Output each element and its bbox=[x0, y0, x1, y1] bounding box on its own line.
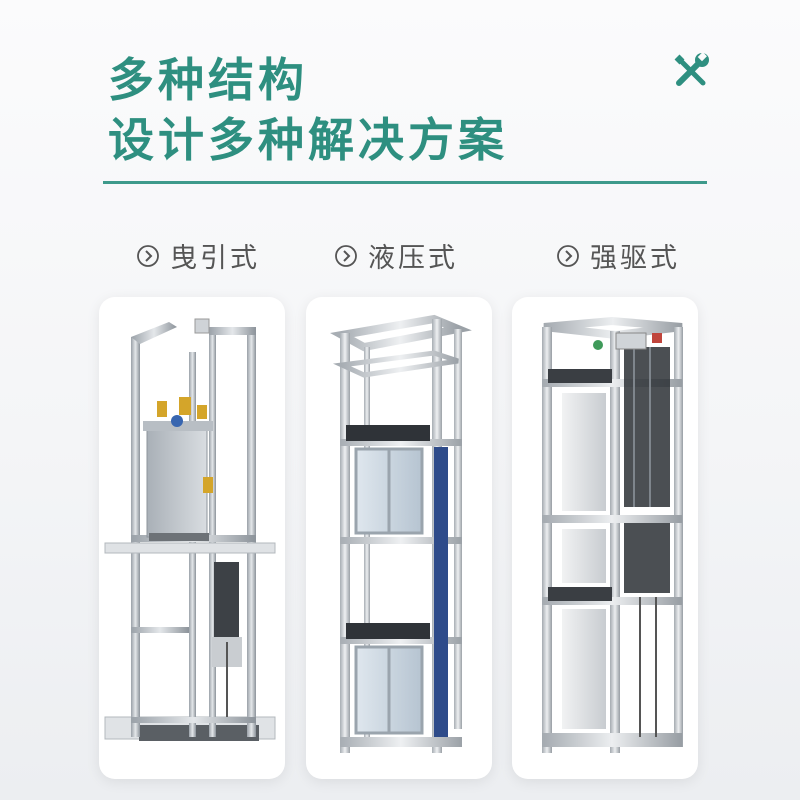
type-label-hydraulic: 液压式 bbox=[334, 236, 458, 275]
wrench-screwdriver-icon bbox=[674, 52, 709, 86]
headline: 多种结构 设计多种解决方案 bbox=[108, 50, 508, 170]
header-divider bbox=[103, 181, 707, 184]
type-label-forced-drive: 强驱式 bbox=[556, 236, 680, 275]
headline-line-1: 多种结构 bbox=[108, 53, 308, 107]
circled-arrow-right-icon bbox=[335, 244, 357, 267]
forced-drive-elevator-image bbox=[542, 316, 683, 753]
headline-line-2: 设计多种解决方案 bbox=[108, 113, 508, 167]
circled-arrow-right-icon bbox=[557, 244, 579, 267]
type-label-text: 强驱式 bbox=[590, 243, 680, 274]
type-label-text: 曳引式 bbox=[170, 243, 260, 274]
type-label-text: 液压式 bbox=[368, 243, 458, 274]
traction-elevator-image bbox=[104, 318, 276, 741]
hydraulic-elevator-image bbox=[330, 314, 472, 753]
circled-arrow-right-icon bbox=[137, 244, 159, 267]
type-label-traction: 曳引式 bbox=[136, 236, 260, 275]
